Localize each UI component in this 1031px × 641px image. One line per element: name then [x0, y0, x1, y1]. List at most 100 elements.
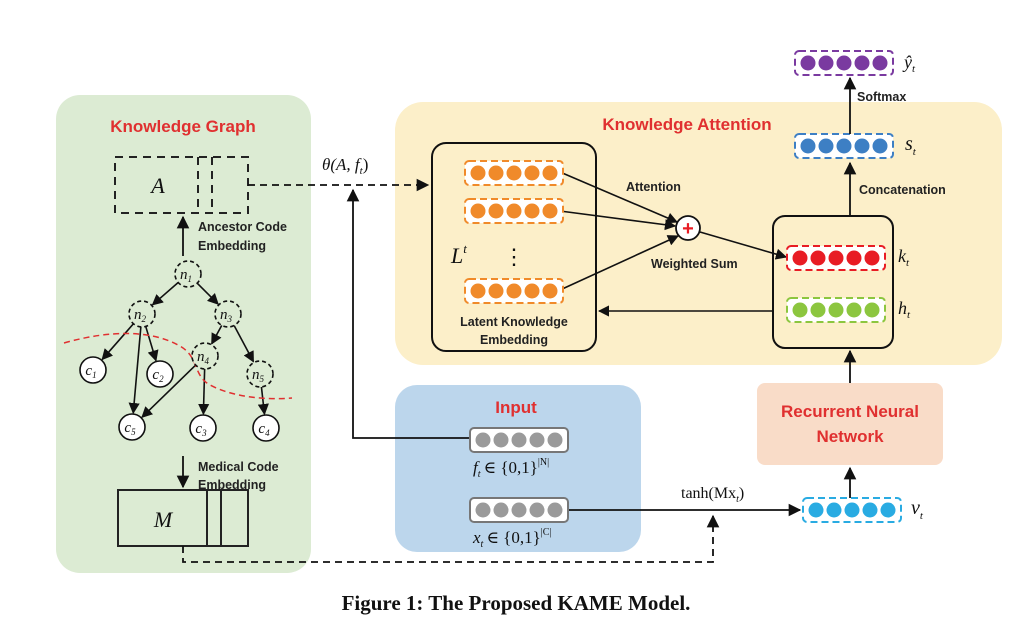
- latent-vector-1-dot: [470, 165, 486, 181]
- latent-vector-1: [464, 160, 564, 186]
- graph-node-c3: c3: [189, 414, 217, 442]
- graph-node-c1: c1: [79, 356, 107, 384]
- medical-matrix-label: M: [153, 507, 174, 532]
- graph-edge-n5-c4: [257, 386, 269, 416]
- ht-vector-dot: [864, 302, 880, 318]
- graph-node-n5: n5: [246, 360, 274, 388]
- ht-vector-dot: [828, 302, 844, 318]
- ht-vector: [786, 297, 886, 323]
- st-vector-dot: [800, 138, 816, 154]
- svg-text:c2: c2: [152, 367, 164, 384]
- yhat-vector-dot: [872, 55, 888, 71]
- st-vector-dot: [872, 138, 888, 154]
- latent-vector-3: [464, 278, 564, 304]
- vt-vector: [802, 497, 902, 523]
- latent-vector-1-dot: [506, 165, 522, 181]
- graph-edge-n3-n5: [233, 325, 255, 363]
- graph-edge-n1-n2: [151, 281, 179, 306]
- graph-edge-n1-n3: [196, 282, 219, 305]
- graph-edge-n4-c5: [141, 364, 197, 419]
- latent-vector-3-dot: [506, 283, 522, 299]
- concatenation-label: Concatenation: [859, 183, 946, 197]
- st-vector-dot: [836, 138, 852, 154]
- latent-ellipsis: ⋮: [503, 244, 525, 269]
- medical-embedding-line2: Embedding: [198, 478, 266, 492]
- state-box: [772, 215, 894, 349]
- yhat-label: ŷt: [902, 52, 916, 75]
- kt-vector-dot: [846, 250, 862, 266]
- ht-vector-dot: [792, 302, 808, 318]
- latent-vector-3-dot: [542, 283, 558, 299]
- ancestor-embedding-line1: Ancestor Code: [198, 220, 287, 234]
- latent-caption-line2: Embedding: [480, 333, 548, 347]
- knowledge-attention-title: Knowledge Attention: [602, 115, 771, 134]
- svg-text:n1: n1: [180, 267, 192, 284]
- yhat-vector-dot: [818, 55, 834, 71]
- vt-vector-dot: [880, 502, 896, 518]
- vector-group: [464, 50, 902, 523]
- yhat-vector-dot: [836, 55, 852, 71]
- ancestor-matrix-label: A: [149, 173, 165, 198]
- attention-label: Attention: [626, 180, 681, 194]
- ht-label: ht: [898, 298, 911, 321]
- xt-input-vector-dot: [529, 502, 545, 518]
- svg-text:n2: n2: [134, 307, 147, 324]
- latent-vector-2-dot: [524, 203, 540, 219]
- knowledge-graph-edges: [101, 281, 269, 419]
- rnn-title-line1: Recurrent Neural: [781, 402, 919, 421]
- softmax-label: Softmax: [857, 90, 906, 104]
- kt-vector-dot: [792, 250, 808, 266]
- ft-input-vector: [469, 427, 569, 453]
- ht-vector-dot: [810, 302, 826, 318]
- svg-text:n4: n4: [197, 349, 210, 366]
- latent-vector-2-dot: [542, 203, 558, 219]
- latent-vector-1-dot: [542, 165, 558, 181]
- st-vector-dot: [818, 138, 834, 154]
- xt-input-vector-dot: [511, 502, 527, 518]
- sum-to-kt-arrow: [699, 231, 788, 260]
- graph-node-n3: n3: [214, 300, 242, 328]
- rnn-panel: [757, 383, 943, 465]
- latent3-to-sum-arrow: [559, 235, 680, 291]
- graph-node-c2: c2: [146, 360, 174, 388]
- yhat-vector-dot: [800, 55, 816, 71]
- medical-to-tanh-dashed-path: [182, 514, 720, 563]
- ft-expression: ft∈ {0,1}|N|: [473, 457, 549, 480]
- latent-vector-3-dot: [470, 283, 486, 299]
- xt-input-vector-dot: [493, 502, 509, 518]
- figure-caption: Figure 1: The Proposed KAME Model.: [342, 591, 691, 615]
- xt-expression: xt∈ {0,1}|C|: [472, 527, 551, 550]
- kt-vector: [786, 245, 886, 271]
- ancestor-embedding-line2: Embedding: [198, 239, 266, 253]
- graph-edge-n2-c1: [101, 323, 135, 361]
- latent-vector-2-dot: [470, 203, 486, 219]
- yhat-vector-dot: [854, 55, 870, 71]
- medical-embedding-line1: Medical Code: [198, 460, 279, 474]
- ft-input-vector-dot: [547, 432, 563, 448]
- latent-knowledge-box: [431, 142, 597, 352]
- graph-node-c5: c5: [118, 413, 146, 441]
- ft-input-vector-dot: [493, 432, 509, 448]
- latent-symbol: Lt: [450, 241, 467, 268]
- knowledge-graph-title: Knowledge Graph: [110, 117, 255, 136]
- plus-symbol: +: [682, 218, 694, 240]
- vt-vector-dot: [844, 502, 860, 518]
- svg-text:n3: n3: [220, 307, 233, 324]
- vt-vector-dot: [808, 502, 824, 518]
- svg-text:c1: c1: [85, 363, 96, 380]
- graph-edge-n3-n4: [211, 325, 223, 345]
- vt-vector-dot: [826, 502, 842, 518]
- graph-edge-n2-c5: [128, 326, 142, 415]
- latent-caption-line1: Latent Knowledge: [460, 315, 568, 329]
- weighted-sum-label: Weighted Sum: [651, 257, 738, 271]
- graph-node-n1: n1: [174, 260, 202, 288]
- st-vector: [794, 133, 894, 159]
- ft-input-vector-dot: [475, 432, 491, 448]
- vt-label: vt: [911, 497, 924, 522]
- ft-input-vector-dot: [511, 432, 527, 448]
- latent-vector-3-dot: [524, 283, 540, 299]
- svg-text:c3: c3: [195, 421, 207, 438]
